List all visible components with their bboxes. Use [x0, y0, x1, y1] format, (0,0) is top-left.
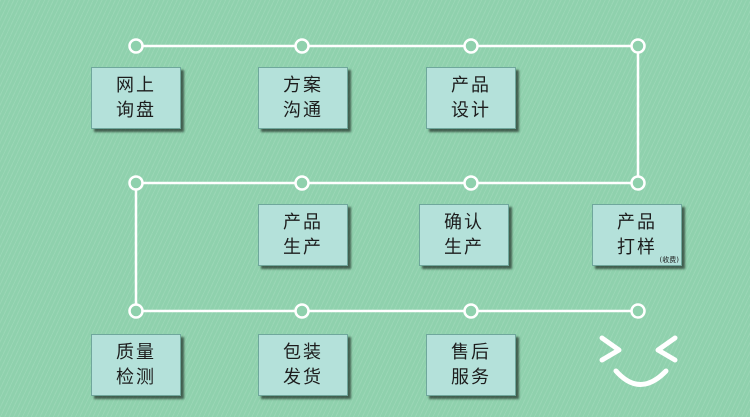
step-label-line1: 方案 [283, 75, 323, 96]
fee-note: (收费) [659, 256, 679, 264]
node-dot [294, 175, 310, 191]
node-dot [630, 303, 646, 319]
step-label-line1: 包装 [283, 342, 323, 363]
step-solution-communication: 方案 沟通 [258, 67, 348, 129]
node-dot [463, 303, 479, 319]
smiley-face-icon [599, 335, 678, 387]
step-packing-shipping: 包装 发货 [258, 334, 348, 396]
step-label-line1: 产品 [617, 212, 657, 233]
node-dot [128, 303, 144, 319]
step-confirm-production: 确认 生产 [419, 204, 509, 266]
step-label-line1: 产品 [451, 75, 491, 96]
node-dot [630, 38, 646, 54]
step-online-inquiry: 网上 询盘 [91, 67, 181, 129]
step-product-production: 产品 生产 [258, 204, 348, 266]
step-label-line2: 检测 [116, 367, 156, 388]
node-dot [294, 303, 310, 319]
step-product-design: 产品 设计 [426, 67, 516, 129]
step-label-line1: 网上 [116, 75, 156, 96]
node-dot [630, 175, 646, 191]
step-label-line2: 发货 [283, 367, 323, 388]
step-label-line1: 产品 [283, 212, 323, 233]
step-quality-inspection: 质量 检测 [91, 334, 181, 396]
node-dot [463, 175, 479, 191]
step-label-line2: 生产 [444, 237, 484, 258]
step-label-line2: 设计 [451, 100, 491, 121]
step-product-sampling: 产品 打样 (收费) [592, 204, 682, 266]
step-label-line2: 服务 [451, 367, 491, 388]
step-label-line2: 生产 [283, 237, 323, 258]
node-dot [128, 38, 144, 54]
step-after-sales-service: 售后 服务 [426, 334, 516, 396]
node-dot [294, 38, 310, 54]
step-label-line1: 售后 [451, 342, 491, 363]
step-label-line1: 质量 [116, 342, 156, 363]
step-label-line2: 询盘 [116, 100, 156, 121]
step-label-line2: 打样 [617, 237, 657, 258]
step-label-line1: 确认 [444, 212, 484, 233]
node-dot [463, 38, 479, 54]
node-dot [128, 175, 144, 191]
step-label-line2: 沟通 [283, 100, 323, 121]
